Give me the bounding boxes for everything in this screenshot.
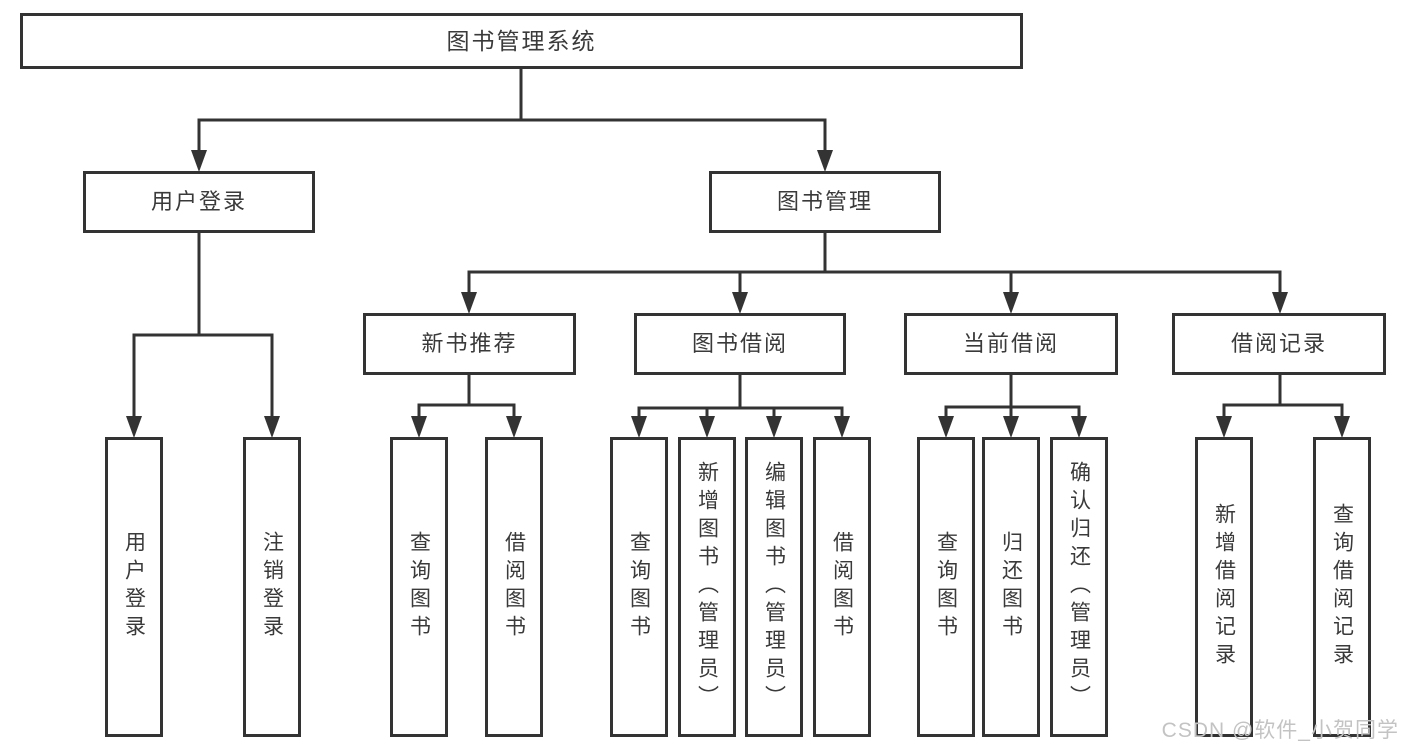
node-borrow-records: 借阅记录 [1172, 313, 1386, 375]
csdn-watermark: CSDN @软件_小贺同学 [1161, 719, 1399, 742]
node-new-book-recommend: 新书推荐 [363, 313, 576, 375]
leaf-borrow-query-book: 查询图书 [610, 437, 668, 737]
node-book-management: 图书管理 [709, 171, 941, 233]
leaf-query-borrow-record: 查询借阅记录 [1313, 437, 1371, 737]
node-current-borrow: 当前借阅 [904, 313, 1118, 375]
leaf-current-query-book: 查询图书 [917, 437, 975, 737]
leaf-edit-book-admin: 编辑图书（管理员） [745, 437, 803, 737]
leaf-recommend-query-book: 查询图书 [390, 437, 448, 737]
leaf-add-borrow-record: 新增借阅记录 [1195, 437, 1253, 737]
leaf-confirm-return-admin: 确认归还（管理员） [1050, 437, 1108, 737]
node-user-login: 用户登录 [83, 171, 315, 233]
leaf-return-book: 归还图书 [982, 437, 1040, 737]
node-book-borrow: 图书借阅 [634, 313, 846, 375]
leaf-add-book-admin: 新增图书（管理员） [678, 437, 736, 737]
leaf-user-login: 用户登录 [105, 437, 163, 737]
leaf-borrow-borrow-book: 借阅图书 [813, 437, 871, 737]
node-root-system: 图书管理系统 [20, 13, 1023, 69]
leaf-recommend-borrow-book: 借阅图书 [485, 437, 543, 737]
leaf-logout: 注销登录 [243, 437, 301, 737]
